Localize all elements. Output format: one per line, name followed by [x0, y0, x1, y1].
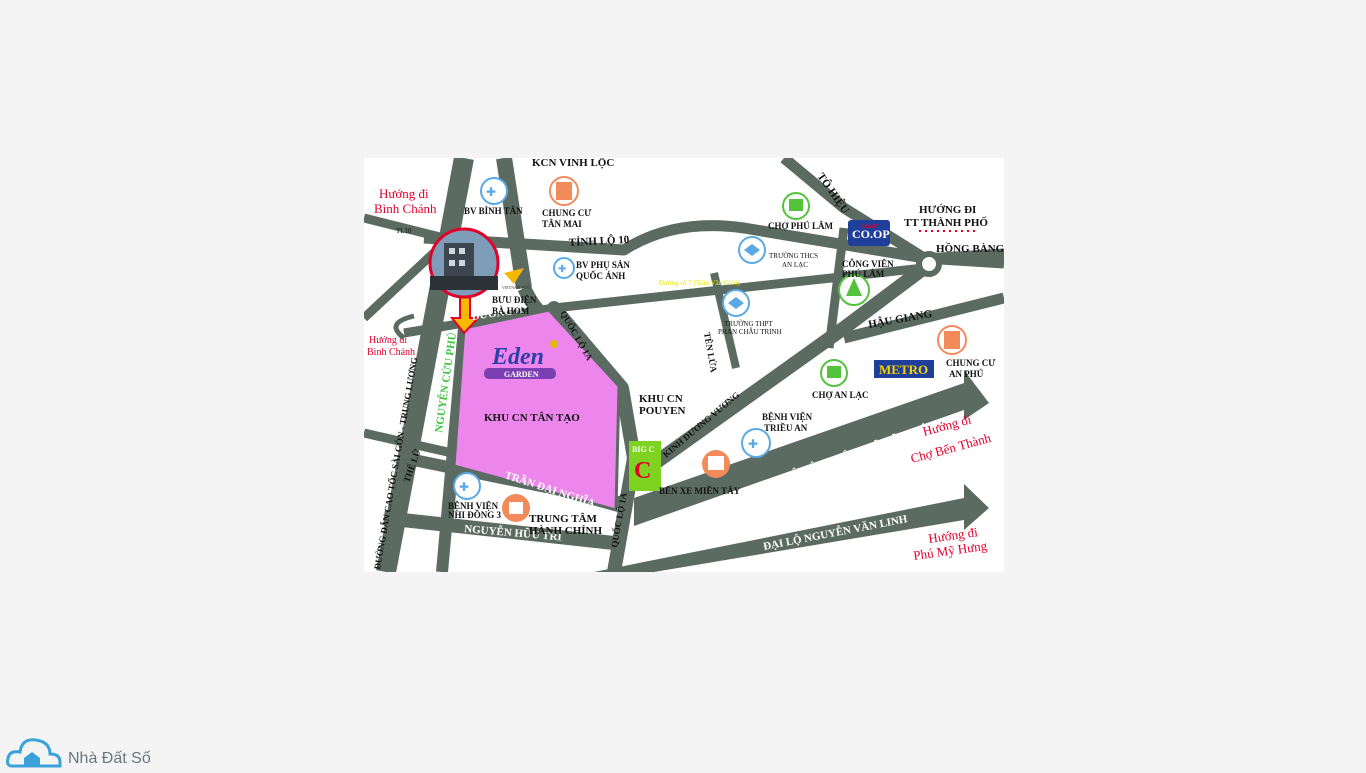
svg-text:TÂN MAI: TÂN MAI [542, 219, 582, 229]
direction-trung-tam: HƯỚNG ĐI TT THÀNH PHỐ [904, 204, 988, 232]
direction-arrow-left [393, 313, 415, 340]
svg-text:PHAN CHÂU TRINH: PHAN CHÂU TRINH [718, 328, 782, 336]
post-icon [504, 268, 524, 284]
poi-cc-an-phu[interactable]: CHUNG CƯ AN PHÚ [937, 325, 996, 379]
svg-text:QUỐC ÁNH: QUỐC ÁNH [576, 271, 625, 281]
market-icon [827, 366, 841, 378]
poi-ben-xe[interactable]: BẾN XE MIỀN TÂY [659, 450, 741, 496]
poi-bv-binh-tan[interactable]: ✚ BV BÌNH TÂN [464, 177, 523, 216]
duong-so-7-label: Đường số 7 (Trần Văn Giàu) [659, 279, 740, 287]
poi-truong-thpt[interactable]: TRƯỜNG THPT PHAN CHÂU TRINH [718, 289, 782, 336]
dai-lo-nguyen-van-linh-road [594, 484, 989, 572]
svg-text:Bình Chánh: Bình Chánh [367, 347, 415, 358]
poi-bv-nhi-dong[interactable]: ✚ BỆNH VIỆN NHI ĐỒNG 3 [448, 472, 502, 520]
svg-text:AN PHÚ: AN PHÚ [949, 369, 984, 379]
poi-bv-trieu-an[interactable]: ✚ BỆNH VIỆN TRIỀU AN [741, 412, 813, 458]
svg-text:HÀNH CHÍNH: HÀNH CHÍNH [529, 525, 602, 537]
svg-text:CÔNG VIÊN: CÔNG VIÊN [842, 259, 894, 269]
building-icon [556, 182, 572, 200]
svg-text:PHÚ LÂM: PHÚ LÂM [842, 269, 885, 279]
svg-text:Hướng đi: Hướng đi [927, 524, 979, 546]
poi-metro[interactable]: METRO [874, 360, 934, 378]
svg-text:CHUNG CƯ: CHUNG CƯ [542, 208, 592, 218]
bus-icon [708, 456, 724, 470]
poi-bv-phu-san[interactable]: ✚ BV PHỤ SẢN QUỐC ÁNH [553, 257, 630, 281]
location-map: KHU CN TÂN TẠO Eden GARDEN KCN VINH LỘC … [364, 158, 1004, 572]
svg-text:HƯỚNG ĐI: HƯỚNG ĐI [919, 204, 976, 216]
svg-text:METRO: METRO [879, 362, 928, 377]
building-icon [944, 331, 960, 349]
svg-text:Bình Chánh: Bình Chánh [374, 201, 437, 216]
watermark-text: Nhà Đất Số [68, 750, 151, 767]
khu-cn-tan-tao-label: KHU CN TÂN TẠO [484, 412, 580, 424]
direction-binh-chanh-2: Hướng đi Bình Chánh [367, 335, 415, 358]
poi-cong-vien[interactable]: CÔNG VIÊN PHÚ LÂM [838, 259, 894, 306]
hong-bang-label: HỒNG BÀNG [936, 242, 1004, 255]
svg-text:BÀ HOM: BÀ HOM [492, 306, 530, 316]
svg-text:CHUNG CƯ: CHUNG CƯ [946, 358, 996, 368]
project-location-marker[interactable] [428, 227, 500, 335]
market-icon [789, 199, 803, 211]
government-icon [509, 502, 523, 514]
school-icon [728, 297, 744, 309]
eden-garden-logo: Eden GARDEN [484, 340, 558, 379]
svg-text:BỆNH VIỆN: BỆNH VIỆN [448, 501, 499, 511]
svg-text:Hướng đi: Hướng đi [379, 186, 429, 201]
svg-text:TT THÀNH PHỐ: TT THÀNH PHỐ [904, 216, 988, 229]
svg-text:VIETNAM POST: VIETNAM POST [502, 285, 532, 290]
poi-trung-tam-hc[interactable]: TRUNG TÂM HÀNH CHÍNH [502, 494, 602, 537]
svg-text:BV BÌNH TÂN: BV BÌNH TÂN [464, 206, 523, 216]
svg-text:KHU CN: KHU CN [639, 393, 683, 405]
svg-text:C: C [634, 458, 651, 484]
svg-text:GARDEN: GARDEN [504, 370, 539, 379]
poi-cho-phu-lam[interactable]: CHỢ PHÚ LÂM [768, 192, 834, 231]
tinh-lo-10-label: TỈNH LỘ 10 [568, 233, 630, 249]
svg-text:BƯU ĐIỆN: BƯU ĐIỆN [492, 295, 537, 305]
svg-text:CO.OP: CO.OP [852, 227, 890, 241]
hospital-icon: ✚ [558, 264, 566, 275]
svg-text:Hướng đi: Hướng đi [369, 335, 407, 346]
svg-text:AN LẠC: AN LẠC [782, 261, 808, 269]
svg-text:POUYEN: POUYEN [639, 405, 686, 417]
direction-binh-chanh-1: Hướng đi Bình Chánh [374, 186, 437, 216]
svg-text:Eden: Eden [491, 344, 544, 370]
svg-text:TRƯỜNG THPT: TRƯỜNG THPT [724, 320, 773, 328]
svg-text:CHỢ PHÚ LÂM: CHỢ PHÚ LÂM [768, 221, 834, 231]
hospital-icon: ✚ [748, 437, 758, 451]
svg-text:BIG C: BIG C [632, 445, 655, 454]
hospital-icon: ✚ [459, 480, 469, 494]
poi-cc-tan-mai[interactable]: CHUNG CƯ TÂN MAI [542, 176, 592, 229]
hospital-icon: ✚ [486, 185, 496, 199]
svg-text:BỆNH VIỆN: BỆNH VIỆN [762, 412, 813, 422]
poi-truong-thcs[interactable]: TRƯỜNG THCS AN LẠC [738, 236, 818, 269]
svg-text:TRƯỜNG THCS: TRƯỜNG THCS [769, 252, 818, 260]
svg-text:TRIỀU AN: TRIỀU AN [764, 423, 808, 433]
svg-text:MART: MART [862, 224, 879, 230]
poi-big-c[interactable]: C BIG C [629, 441, 661, 491]
dai-lo-dong-tay-road [634, 370, 989, 526]
cloud-house-icon [6, 738, 62, 768]
tree-icon [846, 278, 862, 296]
svg-text:CHỢ AN LẠC: CHỢ AN LẠC [812, 390, 869, 400]
poi-coop-mart[interactable]: CO.OP MART [848, 220, 890, 246]
tl10-label: TL10 [396, 227, 412, 235]
kcn-vinh-loc-label: KCN VINH LỘC [532, 158, 614, 169]
svg-text:NHI ĐỒNG 3: NHI ĐỒNG 3 [448, 510, 502, 520]
nha-dat-so-logo[interactable]: Nhà Đất Số [6, 732, 166, 768]
khu-cn-tan-tao-zone [452, 308, 621, 512]
school-icon [744, 244, 760, 256]
poi-buu-dien[interactable]: VIETNAM POST BƯU ĐIỆN BÀ HOM [492, 268, 537, 316]
svg-text:BẾN XE MIỀN TÂY: BẾN XE MIỀN TÂY [659, 486, 741, 496]
svg-text:BV PHỤ SẢN: BV PHỤ SẢN [576, 260, 630, 270]
svg-text:TRUNG TÂM: TRUNG TÂM [529, 513, 598, 525]
poi-cho-an-lac[interactable]: CHỢ AN LẠC [812, 359, 869, 400]
poi-khu-cn-pouyen: KHU CN POUYEN [639, 393, 686, 417]
